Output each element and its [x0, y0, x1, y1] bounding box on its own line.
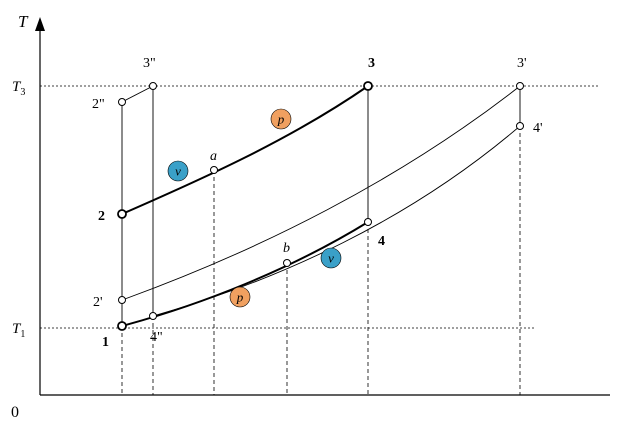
point-4pp	[149, 312, 157, 320]
badge-v-upper-circle	[167, 160, 189, 182]
badge-p-upper: p	[270, 108, 292, 130]
point-4	[364, 218, 372, 226]
point-2p	[118, 296, 126, 304]
label-a: a	[210, 149, 217, 164]
t3-label-main: T	[12, 79, 22, 95]
point-2	[117, 209, 127, 219]
badge-v-upper-label: v	[175, 164, 181, 179]
label-4p: 4'	[533, 121, 543, 136]
point-3	[363, 81, 373, 91]
point-4p	[516, 122, 524, 130]
label-4: 4	[378, 234, 385, 249]
label-2p: 2'	[93, 295, 103, 310]
point-2pp	[118, 98, 126, 106]
badge-v-upper: v	[167, 160, 189, 182]
badge-p-lower: p	[229, 286, 251, 308]
y-axis-arrow	[35, 17, 45, 31]
point-b	[283, 259, 291, 267]
point-3p	[516, 82, 524, 90]
badge-v-lower: v	[320, 247, 342, 269]
curve-1-4	[121, 221, 369, 327]
label-b: b	[283, 241, 290, 256]
t3-label-sub: 3	[20, 87, 25, 98]
label-3p: 3'	[517, 56, 527, 71]
badge-p-lower-label: p	[236, 290, 244, 305]
curve-2p-3p	[121, 85, 521, 301]
point-3pp	[149, 82, 157, 90]
t1-label-sub: 1	[20, 329, 25, 340]
badge-v-lower-circle	[320, 247, 342, 269]
label-4pp: 4"	[150, 330, 163, 345]
t1-label: T1	[12, 321, 25, 340]
t1-label-main: T	[12, 321, 22, 337]
t3-label: T3	[12, 79, 25, 98]
label-1: 1	[102, 335, 109, 350]
curve-2-3	[121, 85, 369, 215]
badge-p-upper-label: p	[277, 112, 285, 127]
badge-p-upper-circle	[270, 108, 292, 130]
origin-label: 0	[11, 404, 19, 421]
point-a	[210, 166, 218, 174]
label-3: 3	[368, 56, 375, 71]
label-2pp: 2"	[92, 97, 105, 112]
y-axis-label: T	[18, 12, 29, 31]
label-3pp: 3"	[143, 56, 156, 71]
line-2pp-3pp	[121, 85, 154, 103]
curve-4pp-4p	[152, 125, 521, 317]
badge-v-lower-label: v	[328, 251, 334, 266]
badge-p-lower-circle	[229, 286, 251, 308]
label-2: 2	[98, 209, 105, 224]
point-1	[117, 321, 127, 331]
